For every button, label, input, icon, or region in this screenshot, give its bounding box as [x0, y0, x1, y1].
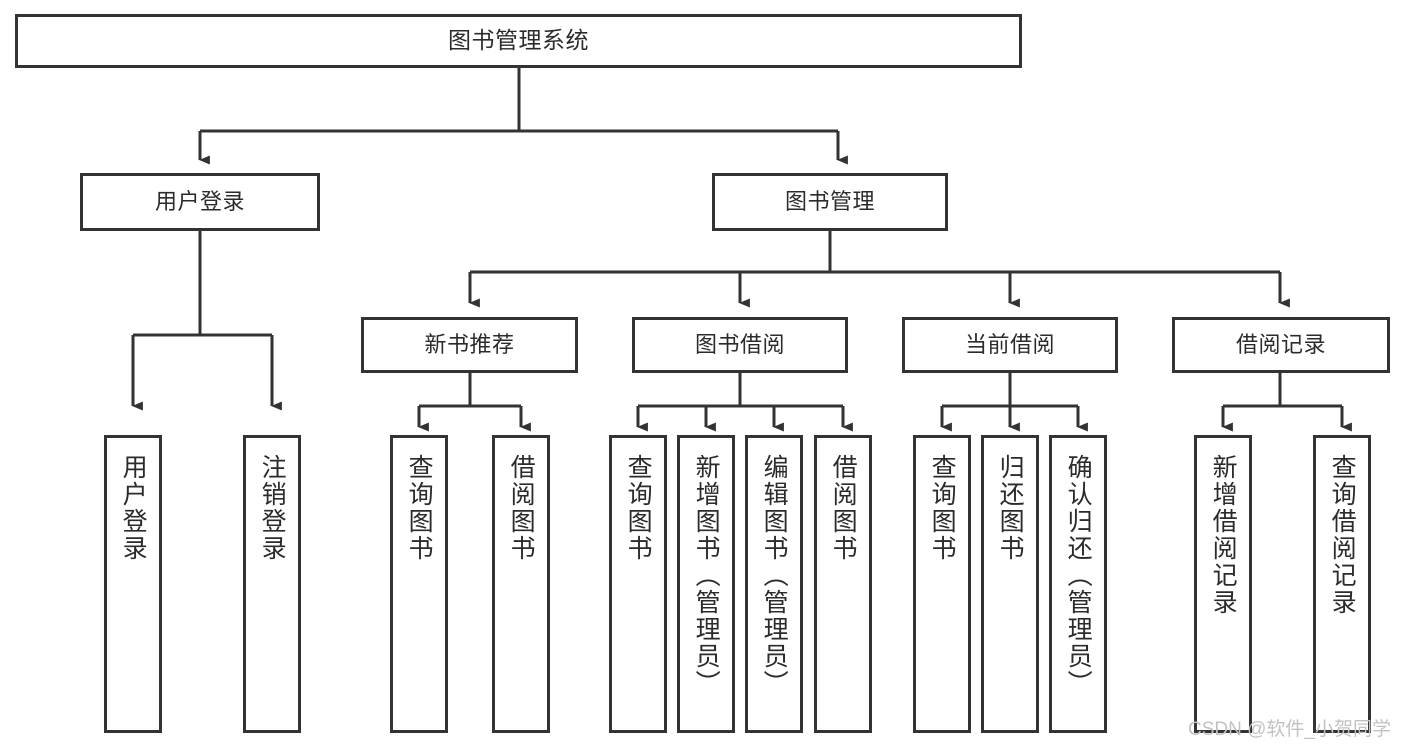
node-user-login[interactable]: 用户登录 [80, 173, 320, 231]
node-root-book-management-system[interactable]: 图书管理系统 [15, 14, 1022, 68]
node-label: 图书管理 [784, 188, 875, 214]
node-label: 归还图书 [996, 454, 1025, 562]
node-label: 确认归还（管理员） [1064, 454, 1093, 697]
leaf-query-book-current[interactable]: 查询图书 [913, 435, 971, 733]
node-label: 新增图书（管理员） [692, 454, 721, 697]
node-label: 用户登录 [154, 188, 245, 214]
node-borrow-record[interactable]: 借阅记录 [1172, 317, 1390, 373]
node-label: 查询图书 [405, 454, 434, 562]
node-label: 新增借阅记录 [1209, 454, 1238, 616]
leaf-confirm-return-admin[interactable]: 确认归还（管理员） [1049, 435, 1107, 733]
leaf-return-book[interactable]: 归还图书 [981, 435, 1039, 733]
leaf-user-logout[interactable]: 注销登录 [243, 435, 301, 733]
node-label: 编辑图书（管理员） [760, 454, 789, 697]
node-label: 图书管理系统 [448, 27, 589, 54]
watermark: CSDN @软件_小贺同学 [1188, 719, 1391, 740]
node-current-borrow[interactable]: 当前借阅 [902, 317, 1118, 373]
leaf-add-borrow-record[interactable]: 新增借阅记录 [1194, 435, 1252, 733]
node-label: 新书推荐 [424, 331, 515, 357]
node-new-book-recommend[interactable]: 新书推荐 [361, 317, 578, 373]
node-label: 图书借阅 [694, 331, 785, 357]
node-book-borrow[interactable]: 图书借阅 [632, 317, 848, 373]
node-label: 借阅图书 [507, 454, 536, 562]
leaf-query-book-recommend[interactable]: 查询图书 [390, 435, 448, 733]
leaf-query-book-borrow[interactable]: 查询图书 [609, 435, 667, 733]
node-label: 借阅图书 [829, 454, 858, 562]
node-label: 当前借阅 [964, 331, 1055, 357]
node-book-management[interactable]: 图书管理 [712, 173, 948, 231]
leaf-query-borrow-record[interactable]: 查询借阅记录 [1313, 435, 1371, 733]
leaf-borrow-book[interactable]: 借阅图书 [814, 435, 872, 733]
node-label: 查询图书 [624, 454, 653, 562]
node-label: 查询图书 [928, 454, 957, 562]
leaf-edit-book-admin[interactable]: 编辑图书（管理员） [745, 435, 803, 733]
node-label: 注销登录 [258, 454, 287, 562]
leaf-borrow-book-recommend[interactable]: 借阅图书 [492, 435, 550, 733]
node-label: 查询借阅记录 [1328, 454, 1357, 616]
node-label: 用户登录 [119, 454, 148, 562]
leaf-user-login[interactable]: 用户登录 [104, 435, 162, 733]
leaf-add-book-admin[interactable]: 新增图书（管理员） [677, 435, 735, 733]
node-label: 借阅记录 [1235, 331, 1326, 357]
